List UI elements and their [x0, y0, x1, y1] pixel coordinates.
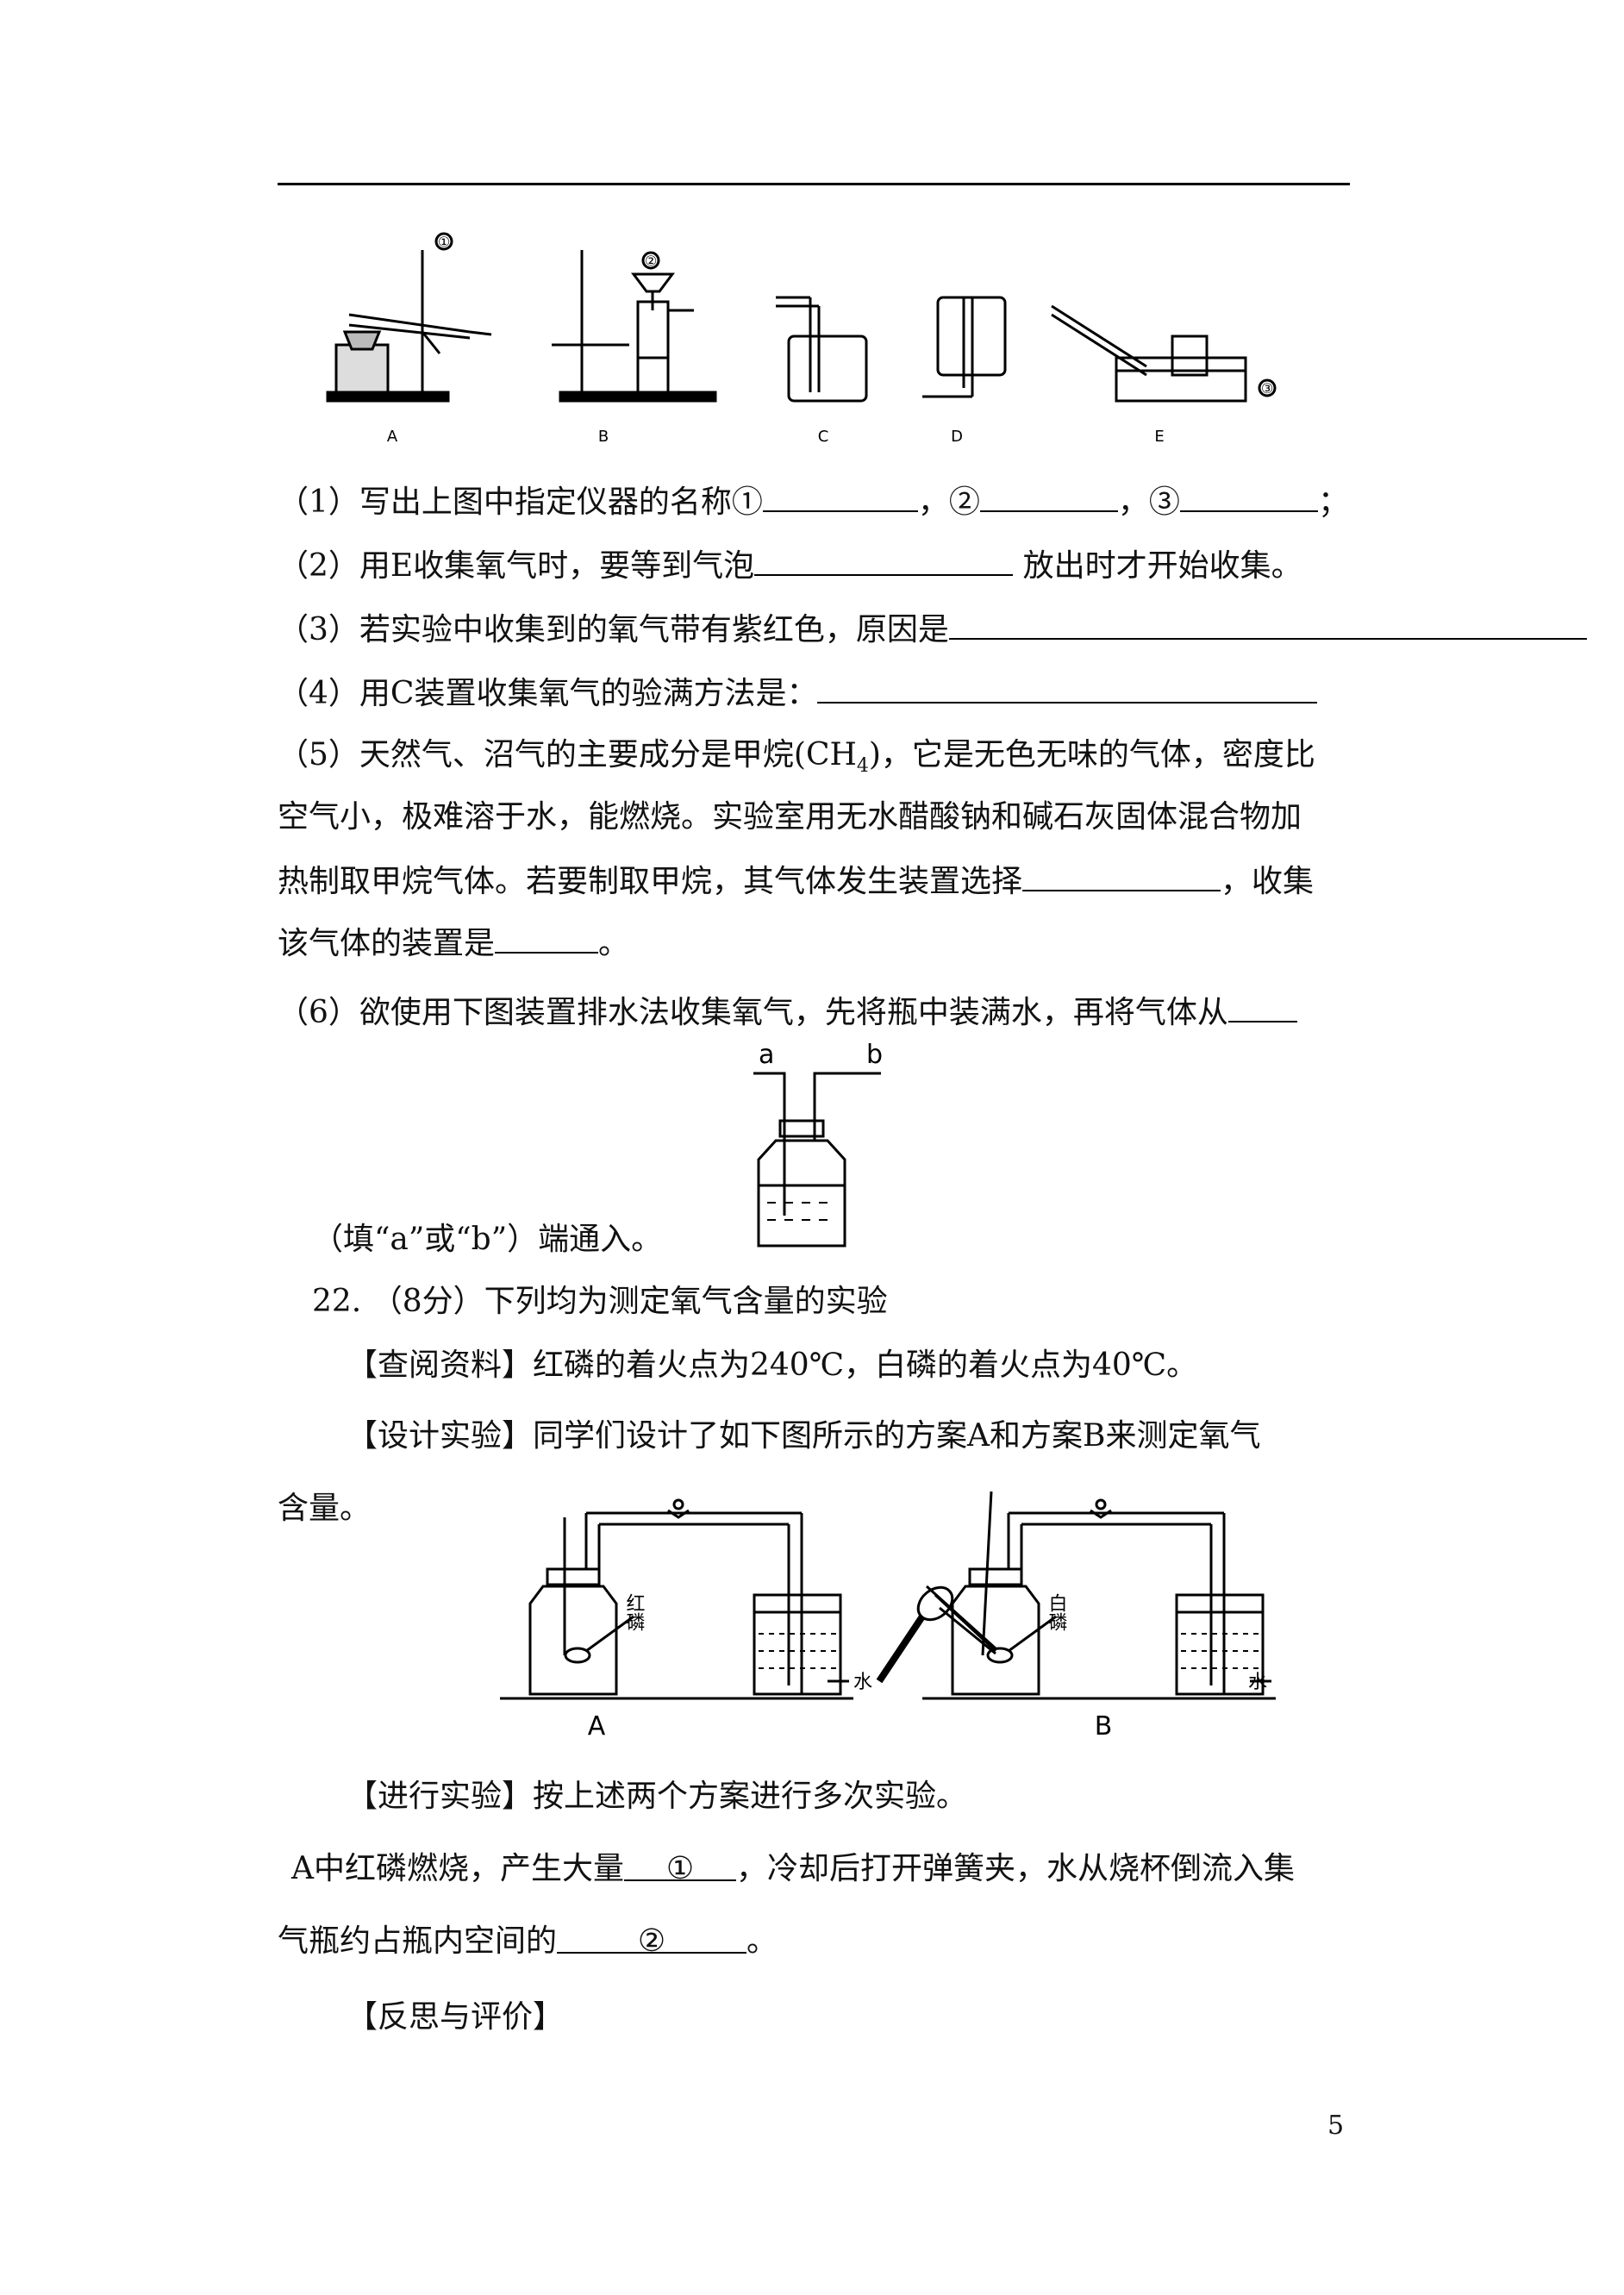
port-a-label: a — [759, 1040, 774, 1070]
question-3: （3）若实验中收集到的氧气带有紫红色，原因是 — [278, 607, 1587, 651]
answer-blank-generator[interactable] — [1022, 859, 1221, 891]
apparatus-mark-1: ① — [438, 234, 450, 250]
red-phosphorus-label: 红磷 — [623, 1593, 646, 1631]
apparatus-figure: ① ② ③ A B C D E — [326, 232, 1277, 446]
answer-blank-reason[interactable] — [948, 607, 1587, 640]
white-phosphorus-label: 白磷 — [1046, 1593, 1068, 1631]
question-6-line-1: （6）欲使用下图装置排水法收集氧气，先将瓶中装满水，再将气体从 — [278, 990, 1297, 1034]
apparatus-label-d: D — [951, 428, 963, 446]
gas-bottle-figure: a b — [753, 1040, 883, 1248]
answer-blank-2[interactable] — [979, 479, 1118, 512]
answer-blank-check[interactable] — [817, 671, 1318, 704]
question-22-info: 【查阅资料】红磷的着火点为240℃，白磷的着火点为40℃。 — [347, 1348, 1198, 1383]
port-b-label: b — [866, 1040, 883, 1070]
question-5-line-2: 空气小，极难溶于水，能燃烧。实验室用无水醋酸钠和碱石灰固体混合物加 — [278, 799, 1302, 835]
water-label-a: 水 — [853, 1672, 872, 1693]
answer-blank-bubble[interactable] — [754, 543, 1014, 576]
apparatus-label-b: B — [598, 428, 609, 446]
question-5-line-3: 热制取甲烷气体。若要制取甲烷，其气体发生装置选择，收集 — [278, 859, 1314, 903]
apparatus-mark-2: ② — [645, 253, 657, 269]
answer-blank-1[interactable] — [762, 479, 918, 512]
question-22-reflect: 【反思与评价】 — [347, 1999, 565, 2035]
figure-label-a: A — [588, 1711, 606, 1742]
answer-blank-22-2[interactable]: ② — [557, 1921, 747, 1959]
question-4: （4）用C装置收集氧气的验满方法是： — [278, 671, 1318, 715]
answer-blank-3[interactable] — [1179, 479, 1318, 512]
question-22-title: 22. （8分）下列均为测定氧气含量的实验 — [312, 1284, 888, 1319]
question-22-do: 【进行实验】按上述两个方案进行多次实验。 — [347, 1779, 968, 1814]
apparatus-label-a: A — [387, 428, 398, 446]
water-label-b: 水 — [1248, 1672, 1267, 1693]
apparatus-label-e: E — [1154, 428, 1164, 446]
question-1: （1）写出上图中指定仪器的名称①，②，③； — [278, 479, 1349, 523]
question-22-design-1: 【设计实验】同学们设计了如下图所示的方案A和方案B来测定氧气 — [347, 1418, 1261, 1454]
answer-blank-port[interactable] — [1227, 990, 1297, 1022]
apparatus-mark-3: ③ — [1261, 380, 1273, 397]
answer-blank-22-1[interactable]: ① — [624, 1848, 736, 1886]
page-number: 5 — [1327, 2111, 1345, 2141]
apparatus-label-c: C — [818, 428, 829, 446]
figure-label-b: B — [1095, 1711, 1113, 1742]
question-2: （2）用E收集氧气时，要等到气泡 放出时才开始收集。 — [278, 543, 1302, 587]
experiment-figure: 红磷 水 白磷 水 A B — [500, 1491, 1276, 1742]
header-rule — [278, 183, 1350, 185]
question-6-line-2: （填“a”或“b”）端通入。 — [312, 1222, 663, 1257]
question-22-design-2: 含量。 — [278, 1491, 372, 1526]
question-5-line-1: （5）天然气、沼气的主要成分是甲烷(CH4)，它是无色无味的气体，密度比 — [278, 737, 1315, 778]
question-5-line-4: 该气体的装置是。 — [278, 921, 629, 965]
answer-blank-collector[interactable] — [495, 921, 599, 954]
